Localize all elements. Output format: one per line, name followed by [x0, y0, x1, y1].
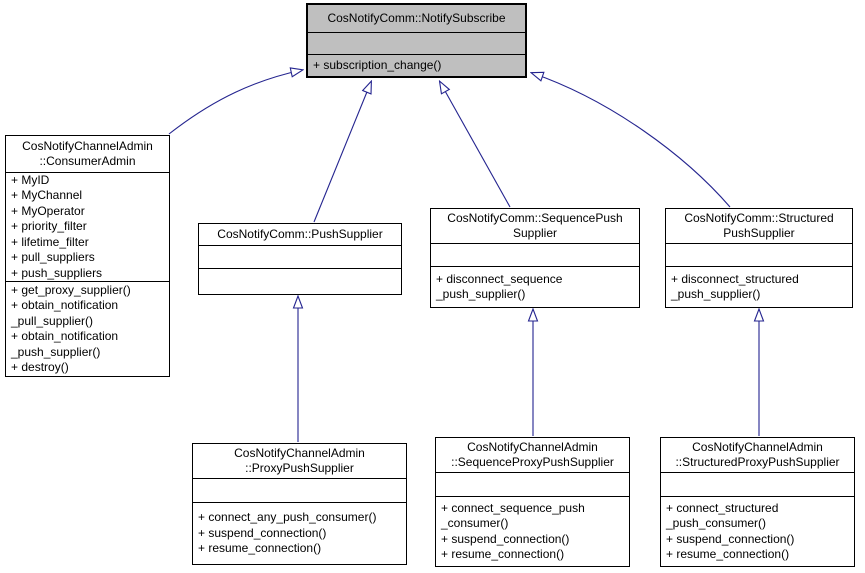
inheritance-edge-structuredpushsupplier-to-notifysubscribe: [532, 73, 731, 208]
method-line: + connect_structured: [666, 500, 779, 515]
method-line: + resume_connection(): [441, 547, 565, 561]
method-line: + suspend_connection(): [666, 531, 795, 546]
class-title-line: ::ConsumerAdmin: [39, 154, 136, 168]
methods-compartment: + connect_sequence_push _consumer() + su…: [436, 496, 629, 566]
class-box-notifysubscribe: CosNotifyComm::NotifySubscribe + subscri…: [306, 3, 527, 78]
class-title-line: ::SequenceProxyPushSupplier: [451, 455, 614, 469]
attributes-compartment: [436, 472, 629, 496]
method-line: + connect_sequence_push: [441, 500, 585, 515]
attributes-compartment: [431, 243, 639, 266]
methods-compartment: + connect_any_push_consumer() + suspend_…: [193, 502, 406, 564]
class-title: CosNotifyComm::NotifySubscribe: [308, 5, 525, 32]
methods-compartment: + subscription_change(): [308, 54, 525, 76]
method-line: + suspend_connection(): [441, 531, 570, 546]
method-line: + suspend_connection(): [198, 525, 327, 540]
class-title-line: CosNotifyComm::SequencePush: [447, 210, 623, 225]
method-line: + resume_connection(): [666, 547, 790, 561]
method-line: + destroy(): [11, 360, 69, 374]
method-line: + disconnect_sequence: [436, 271, 563, 286]
class-title-line: CosNotifyComm::Structured: [684, 210, 834, 225]
methods-compartment: + connect_structured _push_consumer() + …: [661, 496, 854, 566]
methods-compartment: + get_proxy_supplier() + obtain_notifica…: [6, 281, 169, 376]
class-title-line: CosNotifyChannelAdmin: [692, 439, 823, 454]
attribute-line: + push_suppliers: [11, 265, 103, 280]
class-title-line: CosNotifyChannelAdmin: [467, 439, 598, 454]
method-line: _push_supplier(): [436, 287, 526, 301]
class-title-line: CosNotifyComm::NotifySubscribe: [327, 10, 506, 25]
class-box-sequenceproxypushsupplier[interactable]: CosNotifyChannelAdmin ::SequenceProxyPus…: [435, 437, 630, 567]
attributes-compartment: [193, 478, 406, 502]
method-line: _push_consumer(): [666, 516, 767, 530]
method-line: + obtain_notification: [11, 329, 119, 343]
class-title: CosNotifyComm::PushSupplier: [199, 224, 401, 245]
method-line: + disconnect_structured: [671, 271, 799, 286]
attributes-compartment: [666, 243, 852, 266]
method-line: + obtain_notification: [11, 298, 119, 312]
class-title: CosNotifyComm::SequencePush Supplier: [431, 209, 639, 243]
class-box-structuredpushsupplier[interactable]: CosNotifyComm::Structured PushSupplier +…: [665, 208, 853, 308]
attribute-line: + MyID: [11, 172, 50, 187]
methods-compartment: + disconnect_sequence _push_supplier(): [431, 266, 639, 307]
method-line: _pull_supplier(): [11, 313, 94, 328]
class-title: CosNotifyChannelAdmin ::StructuredProxyP…: [661, 438, 854, 472]
attributes-compartment: + MyID + MyChannel + MyOperator + priori…: [6, 172, 169, 281]
class-title: CosNotifyChannelAdmin ::SequenceProxyPus…: [436, 438, 629, 472]
method-line: _push_supplier(): [11, 344, 101, 359]
class-title: CosNotifyComm::Structured PushSupplier: [666, 209, 852, 243]
class-title: CosNotifyChannelAdmin ::ConsumerAdmin: [6, 136, 169, 172]
attribute-line: + lifetime_filter: [11, 234, 89, 249]
class-title: CosNotifyChannelAdmin ::ProxyPushSupplie…: [193, 444, 406, 478]
methods-compartment: [199, 268, 401, 294]
methods-compartment: + disconnect_structured _push_supplier(): [666, 266, 852, 307]
class-box-consumeradmin[interactable]: CosNotifyChannelAdmin ::ConsumerAdmin + …: [5, 135, 170, 377]
attribute-line: + MyOperator: [11, 203, 85, 218]
method-line: _push_supplier(): [671, 287, 761, 301]
attributes-compartment: [308, 32, 525, 54]
method-line: + resume_connection(): [198, 541, 322, 556]
attributes-compartment: [199, 245, 401, 268]
attribute-line: + pull_suppliers: [11, 250, 95, 265]
inheritance-edge-consumeradmin-to-notifysubscribe: [168, 70, 302, 135]
attribute-line: + MyChannel: [11, 188, 83, 203]
attributes-compartment: [661, 472, 854, 496]
class-title-line: CosNotifyChannelAdmin: [234, 445, 365, 460]
inheritance-edge-sequencepushsupplier-to-notifysubscribe: [440, 82, 511, 208]
class-box-pushsupplier[interactable]: CosNotifyComm::PushSupplier: [198, 223, 402, 295]
method-line: _consumer(): [441, 516, 509, 530]
class-box-sequencepushsupplier[interactable]: CosNotifyComm::SequencePush Supplier + d…: [430, 208, 640, 308]
class-title-line: PushSupplier: [723, 226, 795, 240]
class-title-line: CosNotifyChannelAdmin: [22, 138, 153, 153]
method-line: + connect_any_push_consumer(): [198, 510, 377, 525]
class-title-line: CosNotifyComm::PushSupplier: [217, 226, 383, 241]
class-title-line: ::StructuredProxyPushSupplier: [675, 455, 840, 469]
method-line: + get_proxy_supplier(): [11, 282, 131, 297]
class-title-line: ::ProxyPushSupplier: [245, 461, 354, 475]
class-box-proxypushsupplier[interactable]: CosNotifyChannelAdmin ::ProxyPushSupplie…: [192, 443, 407, 565]
inheritance-edge-pushsupplier-to-notifysubscribe: [313, 82, 371, 223]
class-box-structuredproxypushsupplier[interactable]: CosNotifyChannelAdmin ::StructuredProxyP…: [660, 437, 855, 567]
method-line: + subscription_change(): [313, 57, 442, 72]
class-title-line: Supplier: [512, 226, 558, 240]
attribute-line: + priority_filter: [11, 219, 87, 234]
